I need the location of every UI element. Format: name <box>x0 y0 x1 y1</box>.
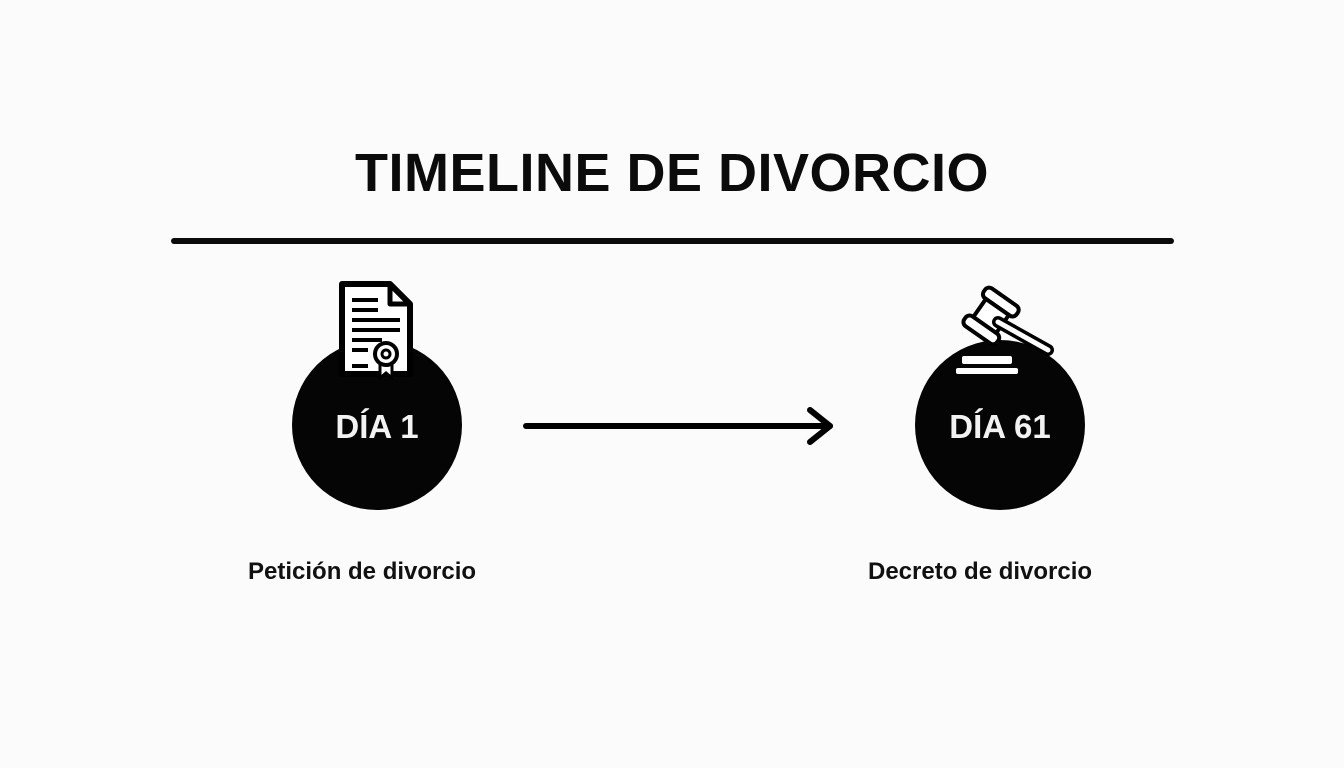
step-2-caption: Decreto de divorcio <box>868 558 1093 585</box>
arrow-right-icon <box>523 407 833 445</box>
diagram-title: TIMELINE DE DIVORCIO <box>354 143 990 203</box>
certificate-document-icon <box>339 281 413 380</box>
step-1-day-label: DÍA 1 <box>335 408 419 445</box>
title-divider <box>171 238 1174 244</box>
step-1-caption: Petición de divorcio <box>248 558 477 585</box>
step-2-day-label: DÍA 61 <box>949 408 1051 445</box>
gavel-icon <box>956 285 1054 374</box>
